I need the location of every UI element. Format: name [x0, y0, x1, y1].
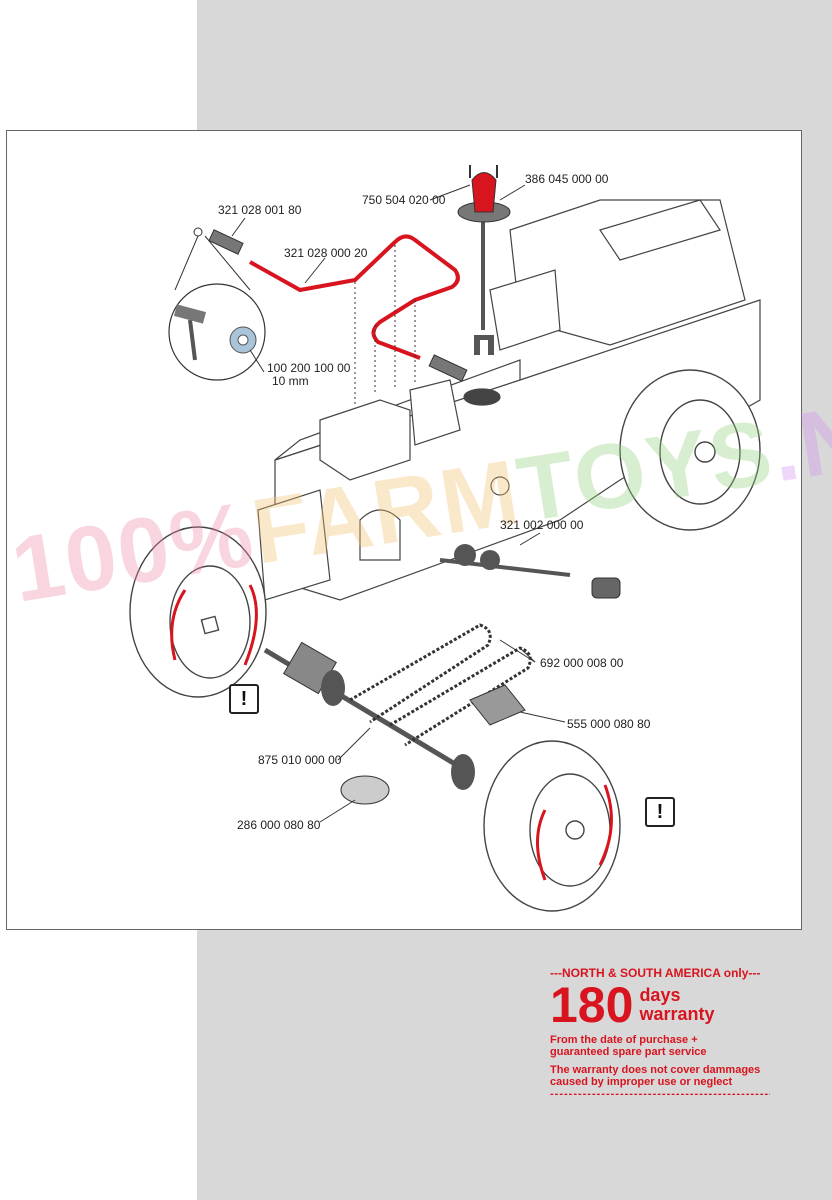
part-label: 555 000 080 80 — [567, 717, 651, 731]
warranty-text: guaranteed spare part service — [550, 1046, 707, 1058]
warranty-disclaimer: The warranty does not cover dammages — [550, 1064, 761, 1076]
part-label: 750 504 020 00 — [362, 193, 446, 207]
part-label: 286 000 080 80 — [237, 818, 321, 832]
warning-icon: ! — [229, 684, 259, 714]
part-label: 386 045 000 00 — [525, 172, 609, 186]
warranty-divider: ----------------------------------------… — [550, 1088, 770, 1100]
part-label: 321 028 001 80 — [218, 203, 302, 217]
steering-rod-red — [249, 234, 460, 360]
steering-column — [457, 165, 511, 355]
cover-plate — [340, 775, 390, 805]
motor-bracket — [469, 684, 526, 726]
tie-rod-ends — [208, 229, 468, 382]
part-label: 321 028 000 20 — [284, 246, 368, 260]
front-right-wheel — [619, 369, 761, 531]
dashed-guide-lines — [354, 245, 416, 405]
left-rear-wheel — [129, 526, 267, 698]
warranty-days-number: 180 — [550, 977, 634, 1033]
detail-zoom-circle — [168, 227, 266, 381]
gear-shaft — [439, 544, 621, 599]
tractor-body — [257, 199, 761, 601]
warning-icon: ! — [645, 797, 675, 827]
right-rear-wheel — [483, 740, 621, 912]
leader-lines — [231, 184, 566, 823]
part-label: 321 002 000 00 — [500, 518, 584, 532]
part-label: 875 010 000 00 — [258, 753, 342, 767]
warranty-disclaimer: caused by improper use or neglect — [550, 1076, 733, 1088]
warranty-text: From the date of purchase + — [550, 1034, 698, 1046]
part-label: 692 000 008 00 — [540, 656, 624, 670]
drive-chains — [349, 623, 532, 747]
part-label: 100 200 100 00 — [267, 361, 351, 375]
drive-axle — [263, 641, 475, 790]
part-label-note: 10 mm — [272, 374, 309, 388]
warranty-notice: ---NORTH & SOUTH AMERICA only--- 180 day… — [550, 966, 780, 1100]
warranty-region: ---NORTH & SOUTH AMERICA only--- — [550, 966, 761, 980]
